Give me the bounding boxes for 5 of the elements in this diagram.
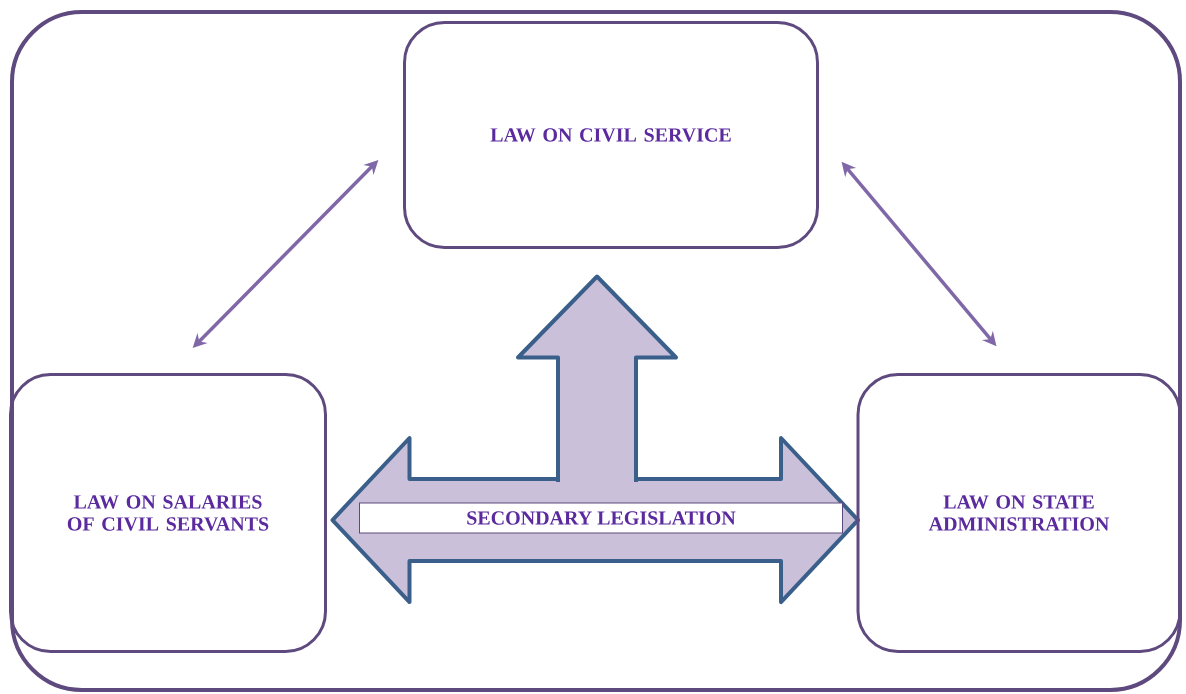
fat-arrow bbox=[516, 274, 678, 484]
law-box: LAW ON STATE ADMINISTRATION bbox=[856, 373, 1182, 653]
law-box: LAW ON CIVIL SERVICE bbox=[403, 21, 819, 249]
banner-box: SECONDARY LEGISLATION bbox=[359, 502, 843, 534]
law-box: LAW ON SALARIES OF CIVIL SERVANTS bbox=[9, 373, 327, 653]
